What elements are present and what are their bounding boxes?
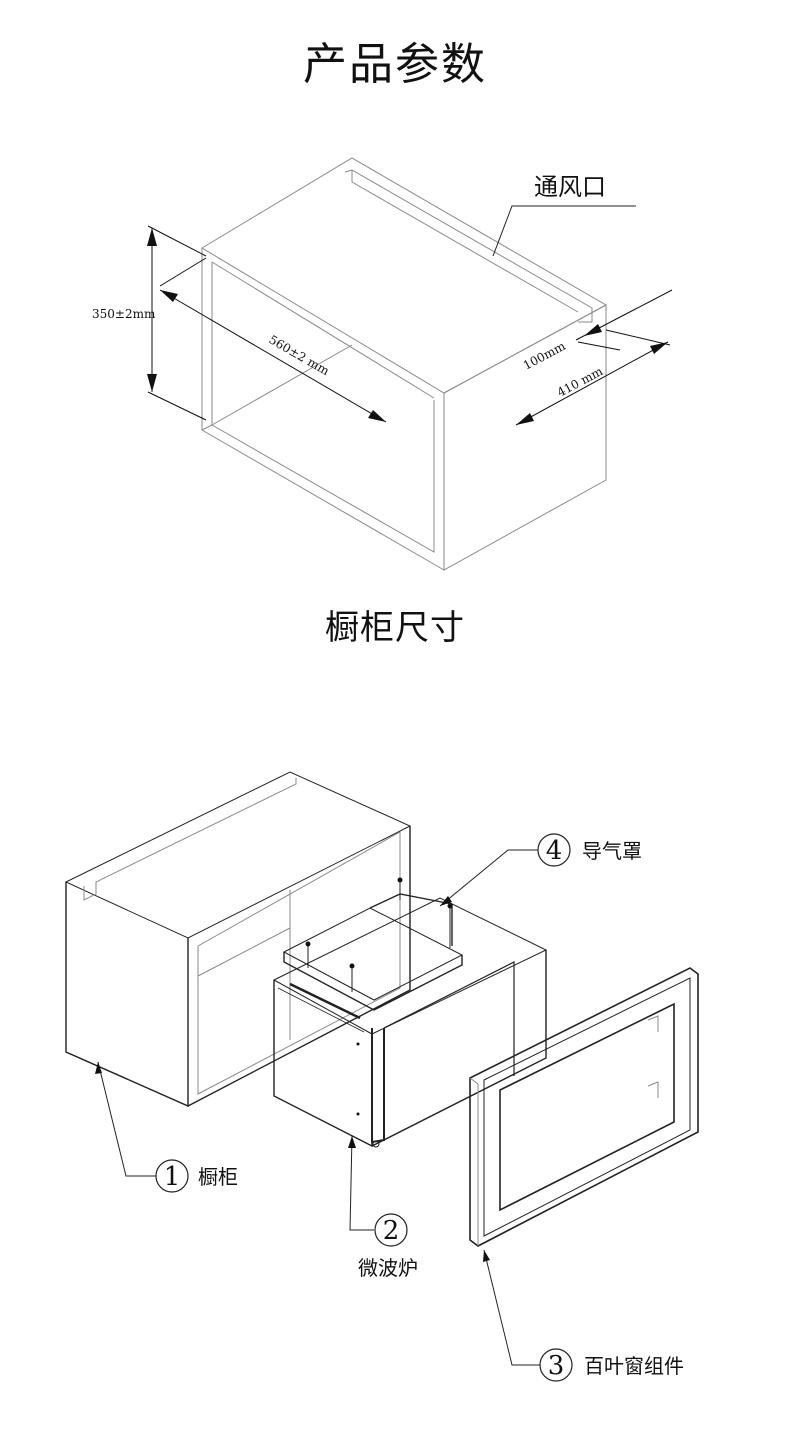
part-name-1: 橱柜: [198, 1165, 238, 1189]
part-leaders: [95, 849, 540, 1366]
part-name-2: 微波炉: [358, 1256, 418, 1280]
part-name-3: 百叶窗组件: [584, 1354, 684, 1378]
page-title: 产品参数: [303, 39, 487, 90]
assembly-cabinet: [64, 771, 412, 1108]
dimension-lines: [147, 205, 673, 426]
part-number-4: 4: [546, 836, 563, 866]
cabinet-dimension-labels: 350±2mm 560±2 mm 410 mm 100mm 通风口: [92, 173, 606, 400]
depth-dimension-label: 410 mm: [555, 364, 606, 400]
vent-gap-dimension-label: 100mm: [521, 339, 568, 373]
part-callout-1: 1 橱柜: [155, 1159, 238, 1193]
part-name-4: 导气罩: [582, 839, 642, 863]
assembly-microwave: [272, 897, 548, 1148]
part-number-2: 2: [383, 1216, 400, 1246]
part-callout-3: 3 百叶窗组件: [539, 1348, 684, 1382]
part-callout-4: 4 导气罩: [537, 833, 642, 867]
assembly-air-hood: [282, 877, 464, 1011]
height-dimension-label: 350±2mm: [92, 307, 156, 321]
assembly-trim-frame: [469, 967, 699, 1247]
vent-label: 通风口: [534, 173, 606, 201]
part-number-1: 1: [164, 1162, 181, 1192]
cabinet-wireframe: [201, 157, 608, 571]
part-callout-2: 2 微波炉: [358, 1213, 418, 1280]
part-number-3: 3: [548, 1351, 565, 1381]
cabinet-size-caption: 橱柜尺寸: [325, 608, 465, 648]
